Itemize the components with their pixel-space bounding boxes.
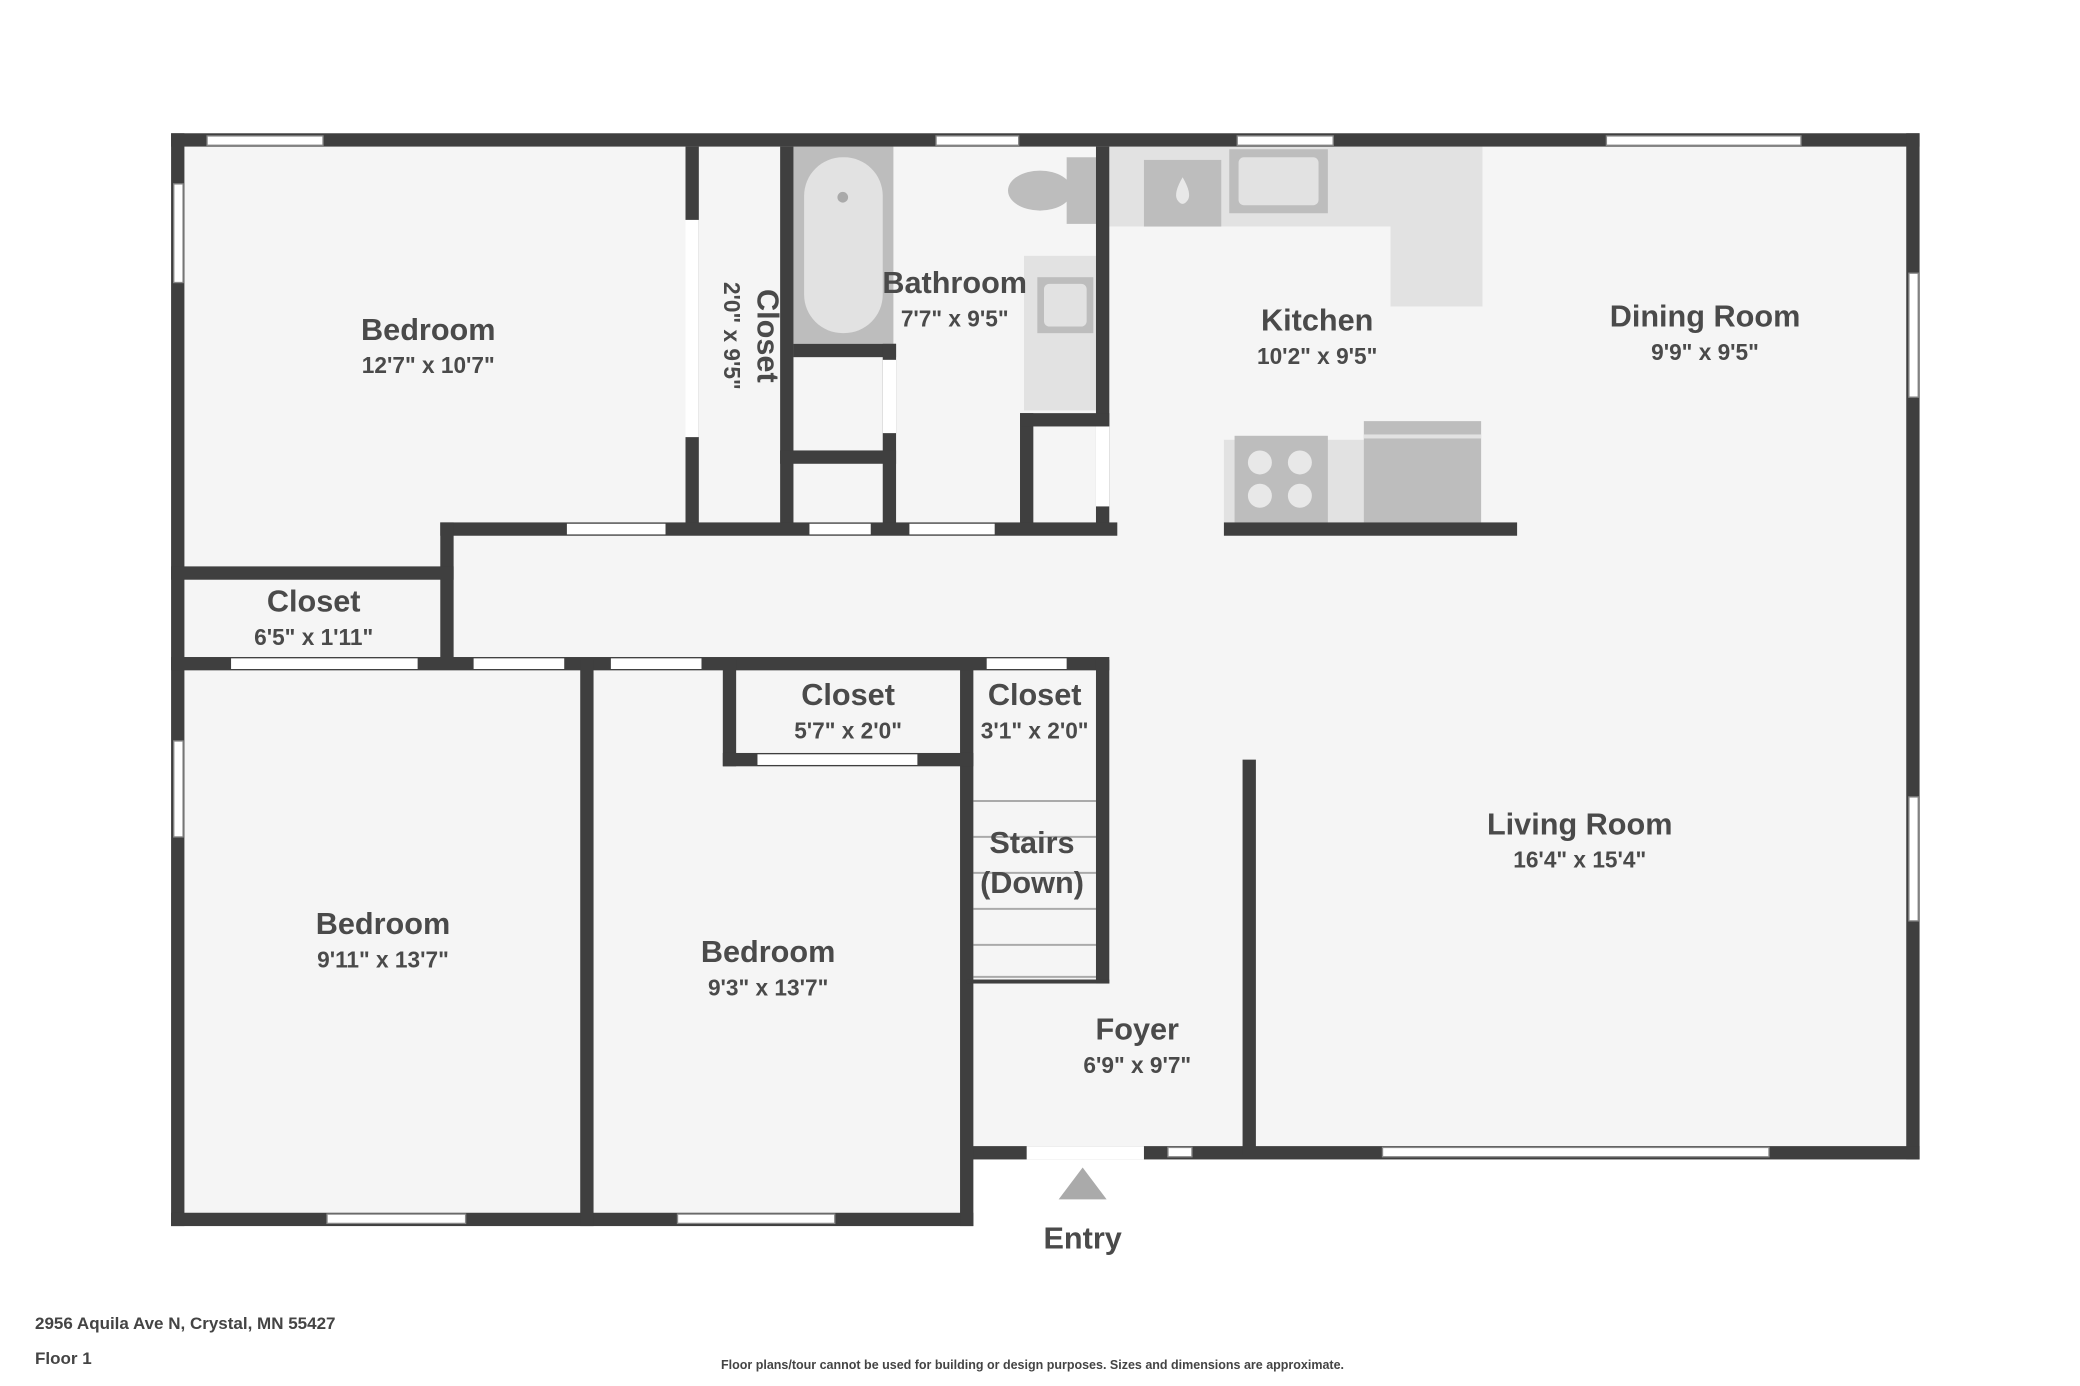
- window: [1605, 135, 1802, 146]
- burner-icon: [1247, 450, 1272, 475]
- stair-treads: [973, 799, 1096, 978]
- wall: [171, 566, 454, 580]
- drain-icon: [837, 191, 849, 203]
- toilet-bowl: [1008, 170, 1072, 211]
- door-opening: [1095, 426, 1110, 507]
- room-name: Closet: [750, 289, 784, 383]
- fixtures: [793, 146, 1483, 978]
- address: 2956 Aquila Ave N, Crystal, MN 55427: [35, 1314, 336, 1333]
- window: [1167, 1146, 1193, 1158]
- window: [1236, 135, 1334, 146]
- wall: [1020, 413, 1034, 531]
- stove: [1234, 435, 1328, 523]
- room-name: Bedroom: [316, 907, 451, 941]
- wall: [440, 522, 454, 667]
- wall: [793, 343, 897, 358]
- room-name: Dining Room: [1610, 300, 1801, 334]
- room-labels: Bedroom 12'7" x 10'7" Closet 2'0" x 9'5"…: [254, 266, 1800, 1256]
- window: [206, 135, 324, 146]
- door-opening: [809, 523, 871, 535]
- wall: [1223, 522, 1518, 536]
- wall: [171, 133, 185, 1227]
- door-opening: [685, 219, 699, 438]
- window: [1908, 796, 1919, 922]
- burner-icon: [1287, 450, 1312, 475]
- room-dims: 6'5" x 1'11": [254, 624, 373, 650]
- door-opening: [610, 658, 702, 670]
- room-name: Bedroom: [701, 935, 836, 969]
- wall: [960, 659, 974, 1227]
- door-opening: [231, 658, 418, 670]
- room-name: Closet: [267, 585, 361, 619]
- disclaimer: Floor plans/tour cannot be used for buil…: [721, 1358, 1345, 1372]
- bathtub-basin: [804, 157, 883, 334]
- room-name: Closet: [801, 678, 895, 712]
- door-opening: [757, 754, 918, 765]
- room-dims: 10'2" x 9'5": [1257, 343, 1377, 369]
- entry-arrow-icon: [1058, 1167, 1107, 1200]
- wall: [171, 1212, 974, 1227]
- wall: [580, 659, 594, 1227]
- room-dims: 2'0" x 9'5": [719, 282, 745, 390]
- kitchen-sink-basin: [1238, 157, 1319, 206]
- window: [935, 135, 1020, 146]
- burner-icon: [1287, 483, 1312, 508]
- room-name: (Down): [980, 866, 1084, 900]
- door-opening: [909, 523, 995, 535]
- door-opening: [473, 658, 565, 670]
- bath-sink-basin: [1043, 283, 1087, 327]
- wall: [780, 146, 794, 534]
- room-dims: 3'1" x 2'0": [981, 717, 1089, 743]
- wall: [440, 522, 1118, 536]
- door-opening: [882, 359, 897, 434]
- wall: [722, 659, 737, 767]
- refrigerator-top: [1363, 434, 1482, 439]
- door-opening: [1026, 1146, 1144, 1160]
- room-dims: 16'4" x 15'4": [1513, 847, 1646, 873]
- room-dims: 9'3" x 13'7": [708, 975, 828, 1001]
- room-name: Living Room: [1487, 807, 1673, 841]
- floor-fill: [177, 139, 1913, 1220]
- wall: [1095, 659, 1110, 984]
- window: [1381, 1146, 1770, 1158]
- windows-and-doors: [173, 135, 1919, 1225]
- room-dims: 6'9" x 9'7": [1083, 1052, 1191, 1078]
- window: [326, 1213, 467, 1225]
- burner-icon: [1247, 483, 1272, 508]
- room-dims: 9'9" x 9'5": [1651, 339, 1759, 365]
- water-drop-icon: [1176, 177, 1190, 204]
- door-opening: [986, 658, 1067, 670]
- room-dims: 7'7" x 9'5": [901, 306, 1009, 332]
- room-dims: 5'7" x 2'0": [794, 717, 902, 743]
- room-name: Foyer: [1096, 1013, 1180, 1047]
- room-name: Closet: [988, 678, 1082, 712]
- room-dims: 9'11" x 13'7": [317, 947, 449, 973]
- wall: [1020, 413, 1110, 427]
- floor-label: Floor 1: [35, 1349, 92, 1368]
- window: [676, 1213, 836, 1225]
- room-name: Stairs: [989, 826, 1074, 860]
- door-opening: [566, 523, 666, 535]
- room-name: Kitchen: [1261, 304, 1373, 338]
- wall: [171, 133, 1920, 147]
- wall: [1242, 759, 1256, 1156]
- wall: [966, 979, 1110, 984]
- window: [1908, 272, 1919, 398]
- room-dims: 12'7" x 10'7": [362, 352, 495, 378]
- entry-label: Entry: [1043, 1222, 1121, 1256]
- wall: [780, 450, 897, 464]
- room-name: Bedroom: [361, 313, 496, 347]
- floor-areas: [177, 139, 1913, 1220]
- room-name: Bathroom: [882, 266, 1027, 300]
- window: [173, 740, 184, 838]
- window: [173, 183, 184, 284]
